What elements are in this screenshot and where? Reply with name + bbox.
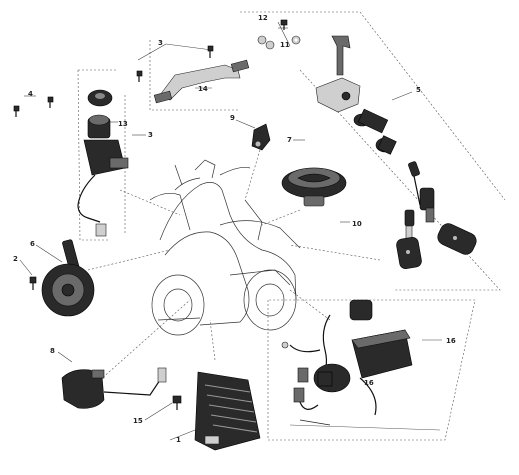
callout-labels: 1 2 3 3 4 5 6 7 8 9 10 11 12 13 14 15 16…: [13, 14, 456, 444]
callout-2: 2: [13, 255, 18, 263]
callout-9: 9: [230, 114, 235, 122]
callout-13: 13: [118, 120, 128, 128]
washer-11: [257, 35, 301, 50]
callout-16: 16: [446, 337, 456, 345]
callout-12: 12: [258, 14, 268, 22]
callout-1: 1: [176, 436, 181, 444]
horn: [29, 239, 95, 317]
lock-cylinder-6: [353, 108, 397, 155]
callout-16-inner: 16: [364, 379, 374, 387]
screw-12: [280, 19, 288, 30]
callout-5: 5: [416, 86, 421, 94]
lock-bracket-5: [315, 35, 361, 113]
fuel-cap-10: [281, 167, 347, 207]
callout-6: 6: [30, 240, 35, 248]
callout-8: 8: [50, 347, 55, 355]
callout-15: 15: [133, 417, 143, 425]
scooter-outline: [149, 159, 301, 336]
ignition-switch-13: [77, 89, 129, 237]
callout-10: 10: [352, 220, 362, 228]
leader-lines: [19, 11, 506, 441]
bracket-14: [136, 45, 250, 104]
alarm-kit-16: [281, 299, 441, 431]
callout-4: 4: [28, 90, 33, 98]
flasher-relay-8: [61, 367, 167, 409]
callout-3-mid: 3: [148, 131, 153, 139]
regulator-rectifier-1: [194, 371, 261, 451]
callout-3-top: 3: [158, 39, 163, 47]
callout-11: 11: [280, 41, 290, 49]
callout-14: 14: [198, 85, 208, 93]
screw-4: [13, 96, 54, 117]
switch-9: [251, 123, 271, 151]
screw-15: [172, 395, 182, 410]
callout-7: 7: [287, 136, 292, 144]
key-set: [396, 161, 477, 270]
